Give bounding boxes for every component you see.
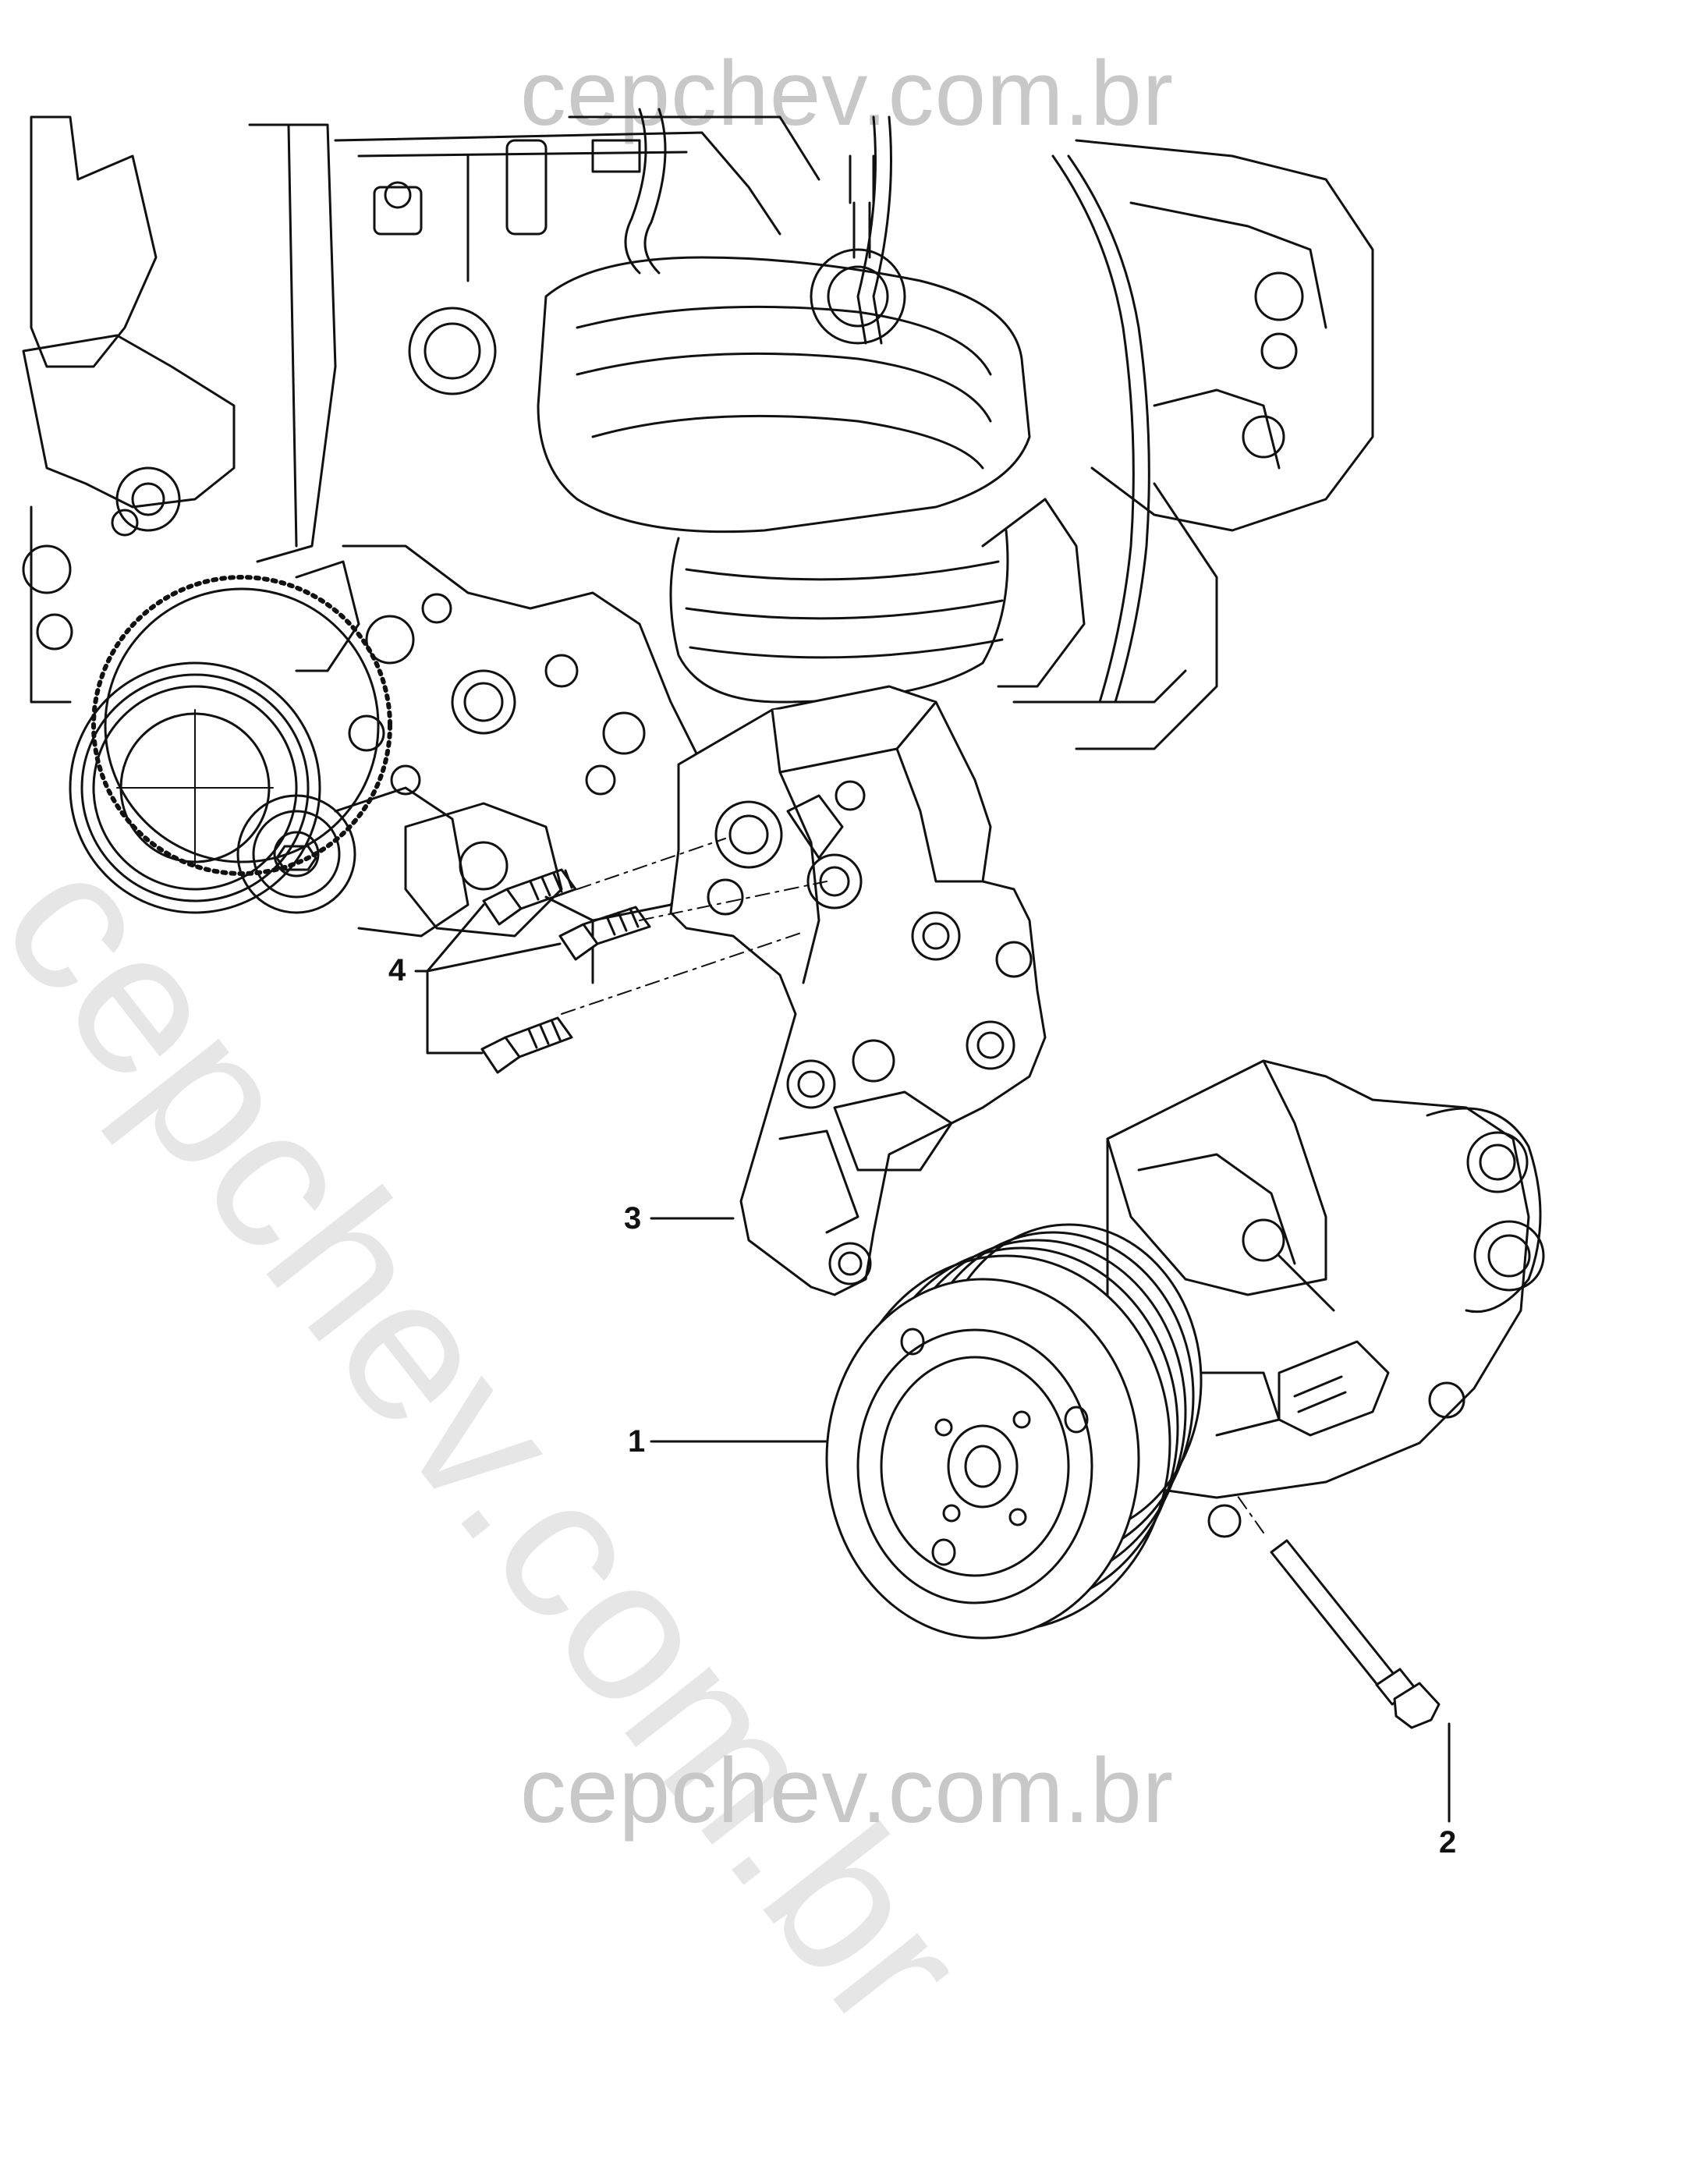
- leader-lines: [414, 903, 1451, 1823]
- callout-4: 4: [388, 953, 406, 987]
- exploded-view-drawing: [22, 108, 1545, 1823]
- callout-1: 1: [628, 1424, 646, 1459]
- bracket-bolts: [480, 868, 651, 1074]
- tensioner-pulley: [236, 794, 356, 914]
- ac-compressor: [825, 1059, 1545, 1640]
- compressor-mounting-bolt: [1270, 1539, 1441, 1729]
- bolt-upper: [482, 868, 577, 926]
- engine-block: [22, 108, 1374, 984]
- watermark-bottom: cepchev.com.br: [519, 1739, 1175, 1842]
- callout-2: 2: [1439, 1825, 1457, 1860]
- compressor-clutch-pulley: [825, 1223, 1203, 1640]
- bolt-lower: [480, 1016, 573, 1074]
- compressor-mounting-bracket: [669, 685, 1047, 1296]
- callout-3: 3: [624, 1201, 642, 1236]
- bolt-middle: [558, 906, 651, 961]
- crankshaft-pulley: [69, 575, 392, 914]
- watermark-top: cepchev.com.br: [519, 42, 1175, 145]
